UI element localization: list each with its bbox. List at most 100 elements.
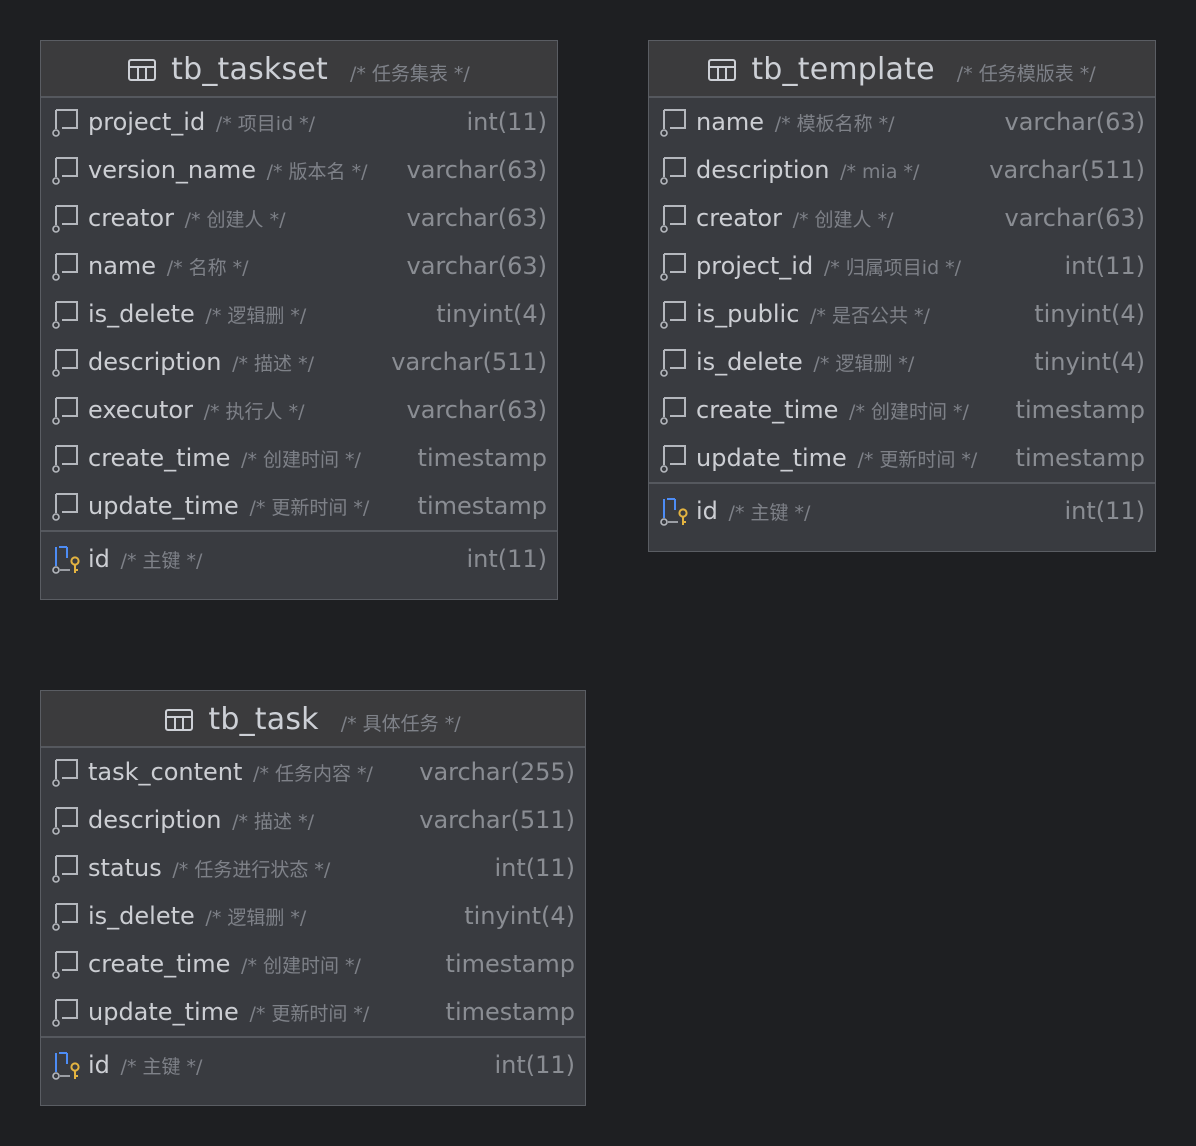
column-name-text: version_name [88, 156, 256, 184]
column-icon [658, 299, 690, 329]
column-icon [658, 107, 690, 137]
column-name: description /* 描述 */ [88, 806, 314, 834]
column-row[interactable]: name /* 模板名称 */varchar(63) [649, 98, 1155, 146]
column-type: int(11) [494, 1050, 575, 1079]
column-name: create_time /* 创建时间 */ [88, 950, 361, 978]
column-name: update_time /* 更新时间 */ [696, 444, 977, 472]
table-tb-task[interactable]: tb_task /* 具体任务 */ task_content /* 任务内容 … [40, 690, 586, 1106]
column-name-text: is_delete [696, 348, 803, 376]
column-type: timestamp [1015, 444, 1145, 472]
column-icon [50, 251, 82, 281]
column-row[interactable]: description /* 描述 */varchar(511) [41, 796, 585, 844]
column-icon [658, 443, 690, 473]
column-comment: /* 主键 */ [728, 501, 811, 524]
column-name: create_time /* 创建时间 */ [696, 396, 969, 424]
table-comment: /* 任务集表 */ [349, 63, 470, 85]
column-name-text: name [88, 252, 157, 280]
column-icon [50, 491, 82, 521]
column-list: task_content /* 任务内容 */varchar(255)descr… [41, 748, 585, 1089]
column-row[interactable]: update_time /* 更新时间 */timestamp [41, 988, 585, 1036]
column-type: varchar(255) [419, 758, 575, 786]
column-comment: /* 任务内容 */ [253, 763, 373, 785]
primary-key-row[interactable]: id /* 主键 */ int(11) [41, 1036, 585, 1089]
column-name-text: update_time [88, 998, 239, 1026]
column-name-text: update_time [88, 492, 239, 520]
column-row[interactable]: creator /* 创建人 */varchar(63) [649, 194, 1155, 242]
column-name: is_delete /* 逻辑删 */ [88, 300, 306, 328]
column-row[interactable]: project_id /* 归属项目id */int(11) [649, 242, 1155, 290]
column-row[interactable]: creator /* 创建人 */varchar(63) [41, 194, 557, 242]
column-type: int(11) [1064, 252, 1145, 280]
table-icon [708, 58, 737, 81]
column-type: int(11) [494, 854, 575, 882]
column-comment: /* 创建时间 */ [849, 401, 969, 423]
column-row[interactable]: create_time /* 创建时间 */timestamp [41, 940, 585, 988]
table-tb-taskset[interactable]: tb_taskset /* 任务集表 */ project_id /* 项目id… [40, 40, 558, 600]
column-name-text: name [696, 108, 765, 136]
primary-key-column-icon [50, 544, 82, 574]
column-name-text: project_id [696, 252, 814, 280]
column-name: name /* 名称 */ [88, 252, 249, 280]
column-name: status /* 任务进行状态 */ [88, 854, 330, 882]
column-name-text: description [696, 156, 830, 184]
table-comment: /* 任务模版表 */ [956, 63, 1096, 85]
column-type: varchar(511) [989, 156, 1145, 184]
column-row[interactable]: is_delete /* 逻辑删 */tinyint(4) [41, 892, 585, 940]
column-row[interactable]: update_time /* 更新时间 */ timestamp [649, 434, 1155, 482]
column-row[interactable]: executor /* 执行人 */varchar(63) [41, 386, 557, 434]
column-icon [50, 395, 82, 425]
column-comment: /* 创建人 */ [184, 209, 286, 231]
column-comment: /* 主键 */ [120, 1055, 203, 1078]
column-icon [50, 347, 82, 377]
column-type: varchar(511) [391, 348, 547, 376]
primary-key-row[interactable]: id /* 主键 */int(11) [649, 482, 1155, 535]
column-row[interactable]: is_delete /* 逻辑删 */tinyint(4) [649, 338, 1155, 386]
column-name-text: is_delete [88, 300, 195, 328]
column-icon [50, 443, 82, 473]
column-icon [50, 155, 82, 185]
column-type: timestamp [417, 444, 547, 472]
column-name-text: creator [88, 204, 174, 232]
column-row[interactable]: task_content /* 任务内容 */varchar(255) [41, 748, 585, 796]
column-comment: /* 描述 */ [232, 353, 314, 375]
column-name-text: create_time [696, 396, 839, 424]
column-type: varchar(63) [406, 396, 548, 424]
column-row[interactable]: name /* 名称 */varchar(63) [41, 242, 557, 290]
column-row[interactable]: description /* 描述 */varchar(511) [41, 338, 557, 386]
table-name: tb_taskset [171, 52, 328, 87]
column-icon [658, 395, 690, 425]
column-name: update_time /* 更新时间 */ [88, 998, 369, 1026]
column-name: project_id /* 项目id */ [88, 108, 315, 136]
column-name: description /* mia */ [696, 156, 919, 184]
column-row[interactable]: is_public /* 是否公共 */tinyint(4) [649, 290, 1155, 338]
column-icon [658, 347, 690, 377]
column-list: project_id /* 项目id */int(11)version_name… [41, 98, 557, 583]
column-row[interactable]: create_time /* 创建时间 */timestamp [41, 434, 557, 482]
column-name: id /* 主键 */ [88, 545, 202, 573]
column-name-text: create_time [88, 950, 231, 978]
column-row[interactable]: create_time /* 创建时间 */timestamp [649, 386, 1155, 434]
column-name: creator /* 创建人 */ [696, 204, 894, 232]
column-type: varchar(63) [406, 156, 548, 184]
column-row[interactable]: update_time /* 更新时间 */timestamp [41, 482, 557, 530]
column-icon [50, 901, 82, 931]
column-name-text: project_id [88, 108, 206, 136]
table-tb-template[interactable]: tb_template /* 任务模版表 */ name /* 模板名称 */v… [648, 40, 1156, 552]
column-row[interactable]: project_id /* 项目id */int(11) [41, 98, 557, 146]
column-name-text: id [88, 1050, 110, 1079]
column-icon [658, 251, 690, 281]
column-row[interactable]: status /* 任务进行状态 */ int(11) [41, 844, 585, 892]
column-comment: /* 描述 */ [232, 811, 314, 833]
primary-key-row[interactable]: id /* 主键 */int(11) [41, 530, 557, 583]
column-comment: /* 创建人 */ [792, 209, 894, 231]
column-row[interactable]: is_delete /* 逻辑删 */tinyint(4) [41, 290, 557, 338]
column-name-text: creator [696, 204, 782, 232]
column-type: int(11) [1064, 496, 1145, 525]
column-comment: /* 更新时间 */ [249, 1003, 370, 1025]
primary-key-column-icon [50, 1050, 82, 1080]
column-row[interactable]: version_name /* 版本名 */varchar(63) [41, 146, 557, 194]
column-name-text: executor [88, 396, 193, 424]
column-icon [50, 949, 82, 979]
column-row[interactable]: description /* mia */ varchar(511) [649, 146, 1155, 194]
column-name-text: is_public [696, 300, 800, 328]
